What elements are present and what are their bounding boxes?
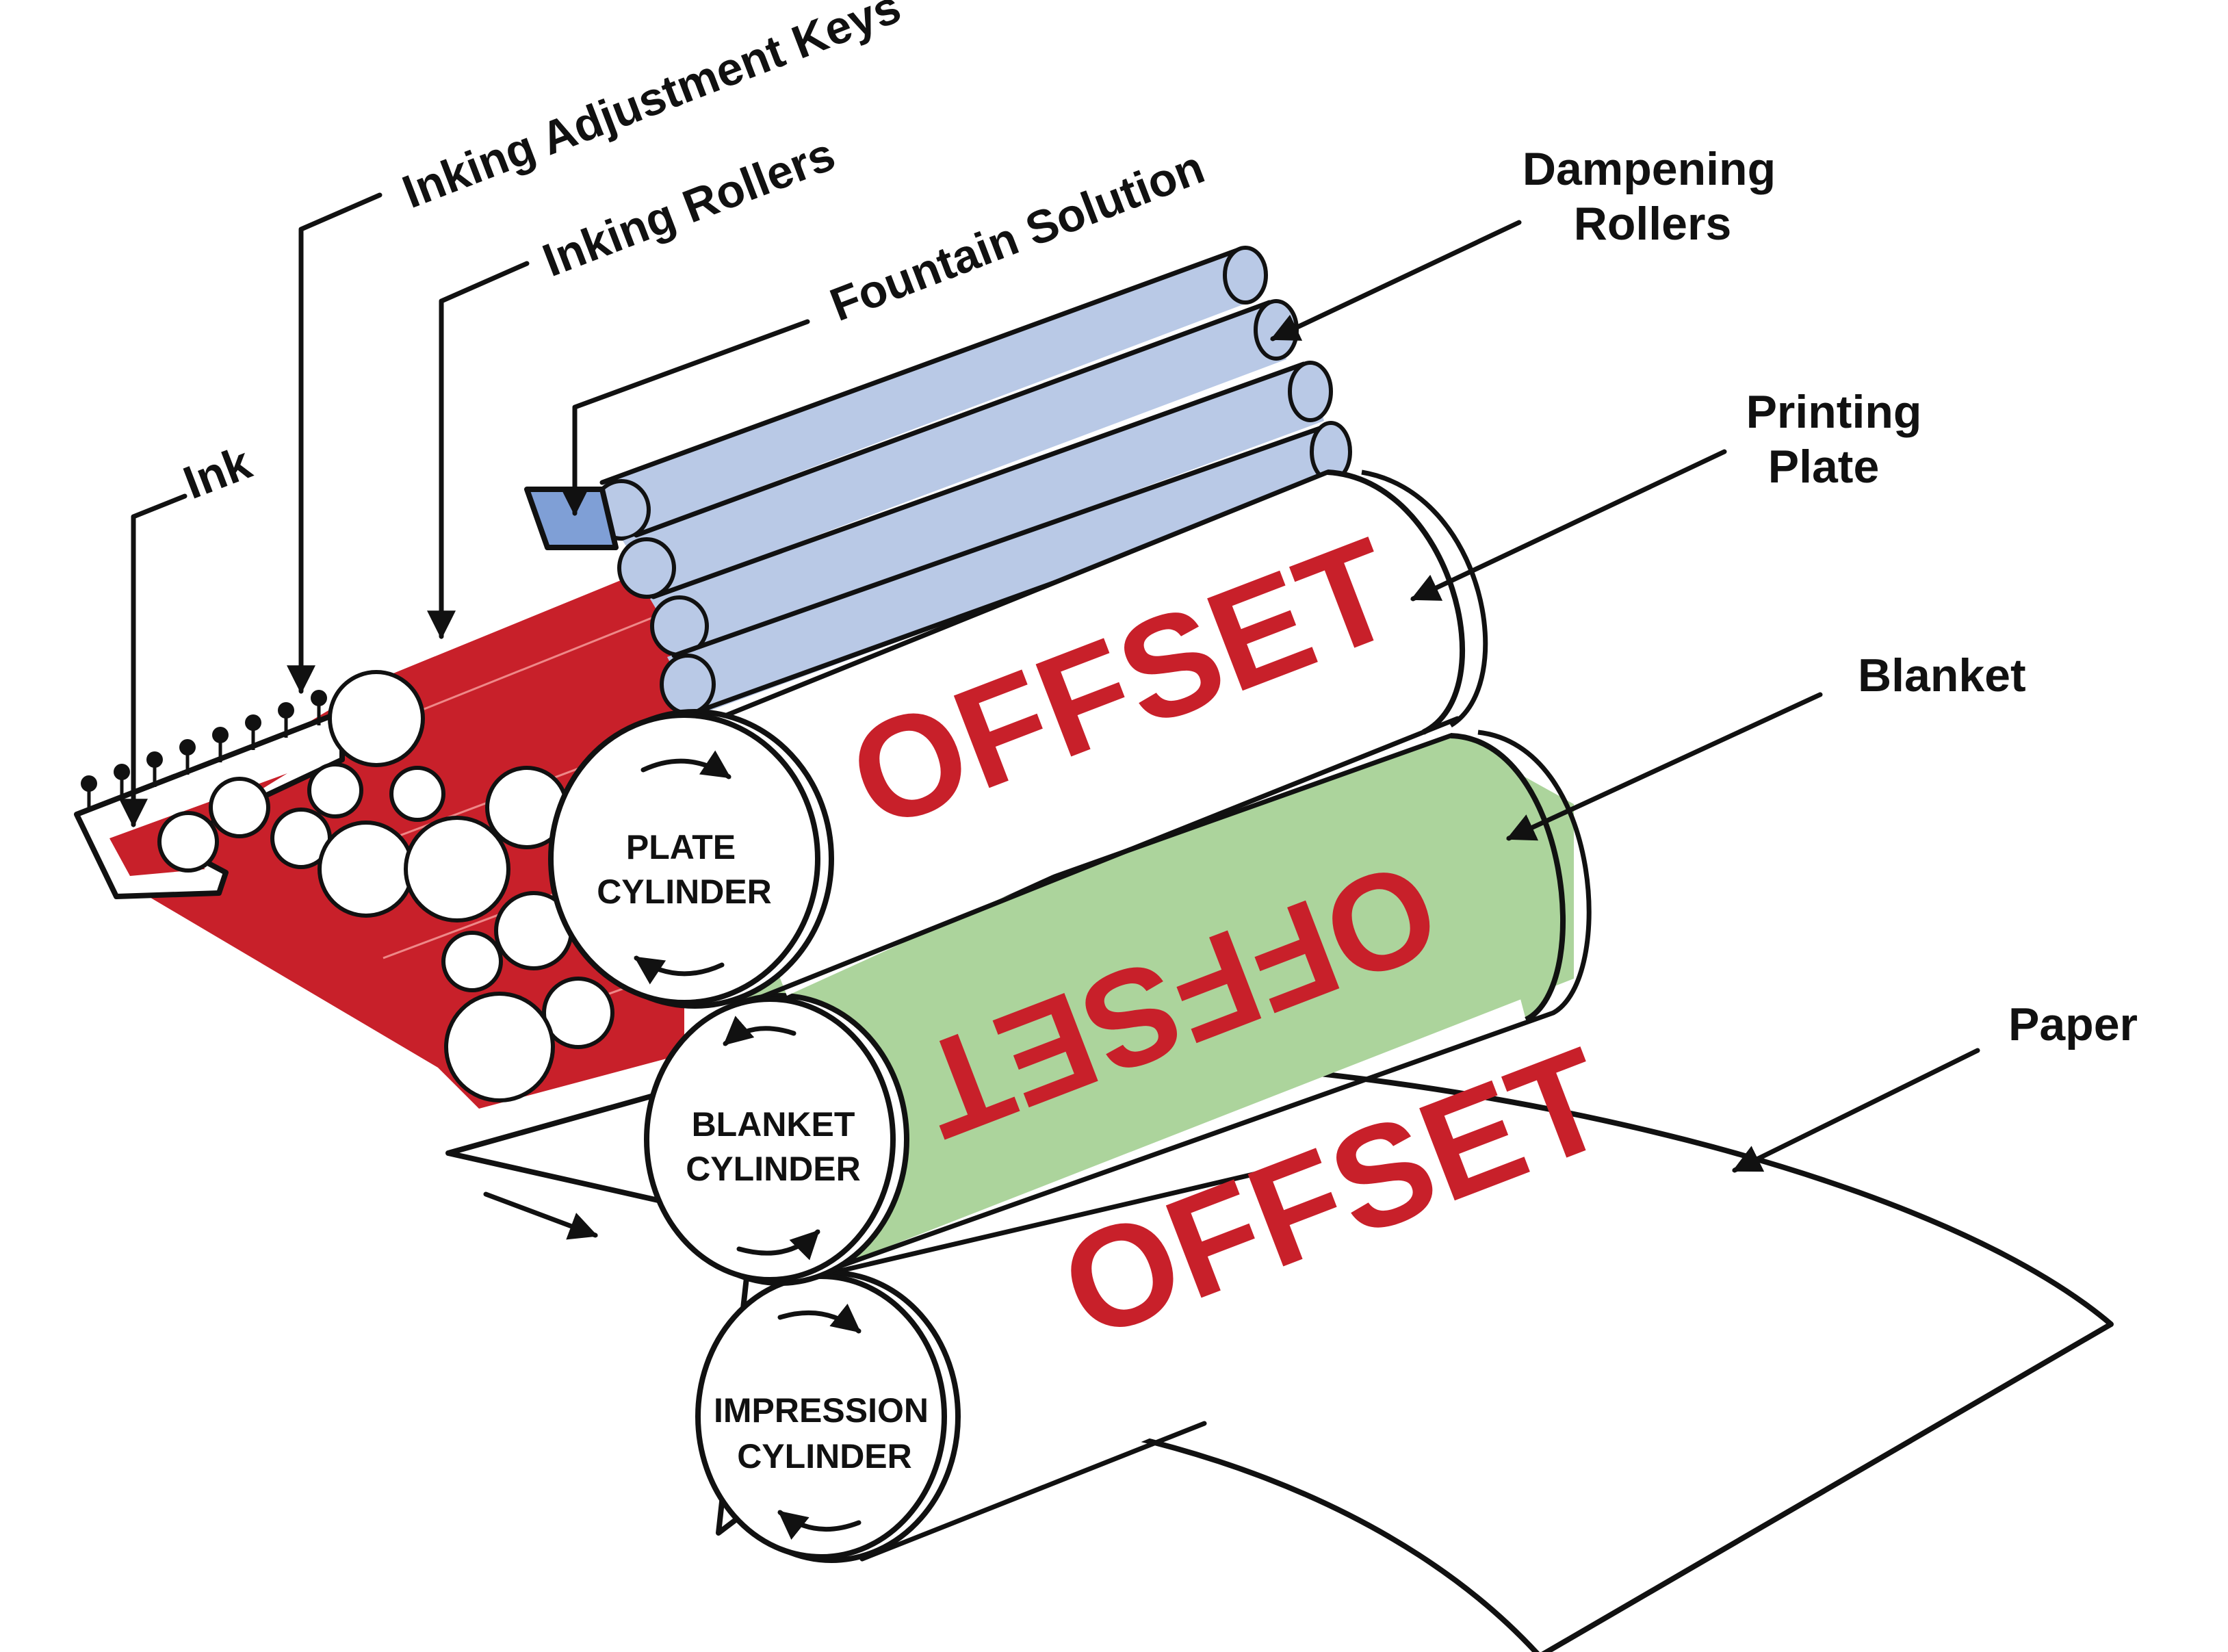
- label-dampening-rollers-1: Dampening: [1523, 143, 1776, 195]
- fountain-solution-tray: [524, 487, 619, 550]
- ink-key: [81, 775, 97, 811]
- label-paper: Paper: [2008, 998, 2138, 1050]
- blanket-cylinder-label-2: CYLINDER: [686, 1150, 861, 1188]
- plate-cylinder-label-1: PLATE: [626, 828, 736, 866]
- impression-cylinder: [695, 1157, 1314, 1563]
- inking-rollers: [157, 670, 614, 1102]
- callout-lines: [119, 192, 1980, 1173]
- label-printing-plate-1: Printing: [1746, 386, 1922, 438]
- label-blanket: Blanket: [1858, 649, 2026, 701]
- ink-key: [278, 702, 294, 738]
- plate-cylinder: [548, 469, 1488, 1009]
- blanket-cylinder-label-1: BLANKET: [692, 1105, 855, 1144]
- label-printing-plate-2: Plate: [1768, 441, 1880, 493]
- label-inking-adjustment-keys: Inking Adjustment Keys: [396, 0, 907, 218]
- label-ink: Ink: [177, 437, 258, 509]
- blanket-cylinder: [644, 730, 1592, 1286]
- ink-key: [114, 764, 130, 799]
- paper-direction-arrow: [483, 1191, 598, 1240]
- ink-adjustment-keys: [81, 690, 327, 811]
- impression-cylinder-label-2: CYLINDER: [737, 1437, 912, 1475]
- label-dampening-rollers-2: Rollers: [1574, 198, 1732, 250]
- plate-cylinder-label-2: CYLINDER: [597, 873, 772, 911]
- ink-key: [212, 727, 229, 762]
- ink-key: [146, 751, 163, 787]
- ink-key: [179, 739, 196, 775]
- ink-band: [109, 554, 684, 1109]
- dampening-roller: [650, 361, 1333, 657]
- ink-key: [245, 714, 261, 750]
- impression-cylinder-label-1: IMPRESSION: [714, 1391, 929, 1430]
